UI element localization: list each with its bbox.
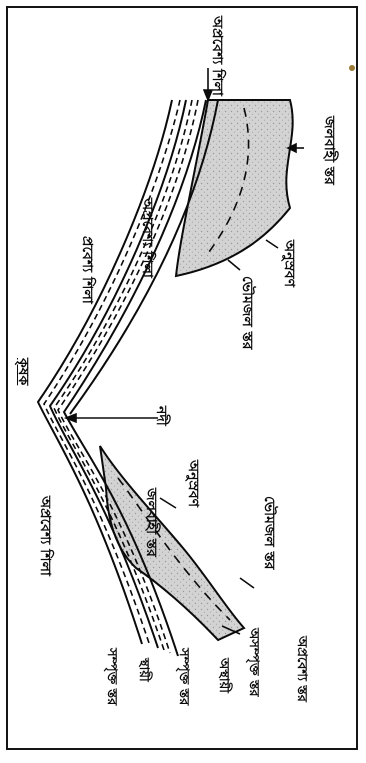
crest-label: কৃষক bbox=[16, 358, 30, 385]
permanent-label: স্থায়ী bbox=[137, 658, 150, 682]
temporary-label: অস্থায়ী bbox=[217, 658, 230, 693]
aquifer-label-left: ভৌমজল স্তর bbox=[262, 496, 276, 570]
lower-groundwater-zone bbox=[100, 446, 244, 640]
groundwater-label-right: ভৌমজল স্তর bbox=[240, 276, 254, 350]
impermeable-rock-label-left: জলবাহী স্তর bbox=[144, 488, 158, 557]
saturated-zone-label-c: সম্পৃক্ত স্তর bbox=[177, 648, 190, 705]
impermeable-rock-label-top: অপ্রবেশ্য শিলা bbox=[210, 16, 224, 96]
diagram-frame: অপ্রবেশ্য শিলা জলবাহী স্তর অনুস্রবণ ভৌমজ… bbox=[6, 6, 358, 750]
saturated-zone-label-a: সম্পৃক্ত স্তর bbox=[105, 648, 118, 705]
permeable-rock-label-right: প্রবেশ্য শিলা bbox=[80, 236, 94, 304]
aquifer-label-right: জলবাহী স্তর bbox=[322, 116, 336, 185]
seepage-label-left: অনুস্রবণ bbox=[186, 460, 200, 507]
impermeable-rock-label-lower: অপ্রবেশ্য শিলা bbox=[38, 496, 52, 576]
unsaturated-zone-label: অসম্পৃক্ত স্তর bbox=[247, 628, 260, 697]
ink-speck bbox=[349, 65, 355, 71]
impermeable-layer-label: অপ্রবেশ্য স্তর bbox=[295, 636, 308, 702]
impermeable-rock-label-right: অপ্রবেশ্য শিলা bbox=[140, 198, 154, 278]
river-label: নদী bbox=[154, 406, 168, 426]
seepage-label-right: অনুস্রবণ bbox=[282, 240, 296, 287]
